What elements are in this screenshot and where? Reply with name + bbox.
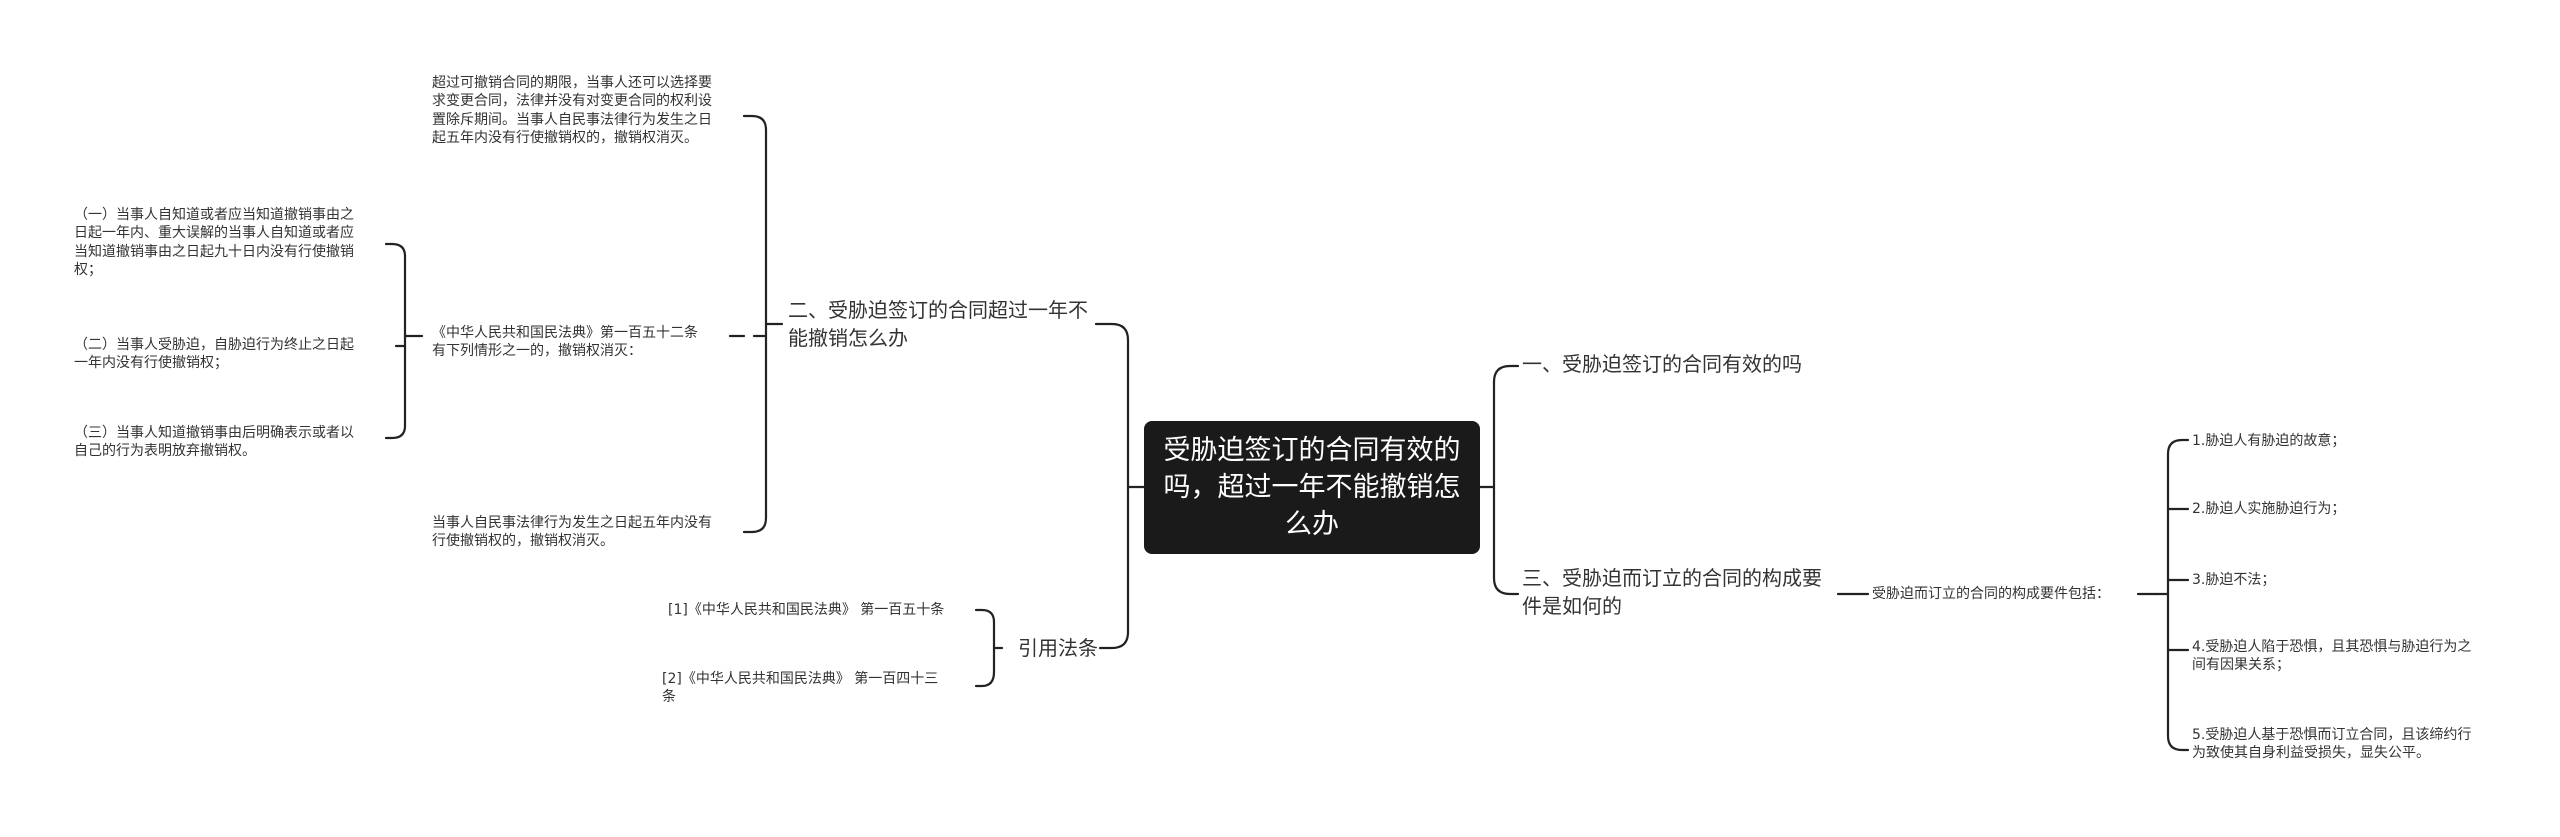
root-topic-text: 受胁迫签订的合同有效的 吗，超过一年不能撤销怎 么办 bbox=[1163, 434, 1461, 541]
law-clause-2[interactable]: （二）当事人受胁迫，自胁迫行为终止之日起 一年内没有行使撤销权； bbox=[74, 337, 354, 372]
branch-3-item-2[interactable]: 2.胁迫人实施胁迫行为； bbox=[2192, 501, 2346, 517]
branch-2-topic[interactable]: 二、受胁迫签订的合同超过一年不 能撤销怎么办 bbox=[788, 298, 1088, 350]
branch-4-topic[interactable]: 引用法条 bbox=[1018, 636, 1098, 660]
law-clause-1[interactable]: （一）当事人自知道或者应当知道撤销事由之 日起一年内、重大误解的当事人自知道或者… bbox=[74, 207, 354, 279]
branch-3-topic[interactable]: 三、受胁迫而订立的合同的构成要 件是如何的 bbox=[1522, 566, 1822, 618]
branch-3-item-5[interactable]: 5.受胁迫人基于恐惧而订立合同，且该缔约行 为致使其自身利益受损失，显失公平。 bbox=[2192, 727, 2472, 762]
citation-2[interactable]: [2]《中华人民共和国民法典》 第一百四十三 条 bbox=[662, 671, 939, 706]
citation-1[interactable]: [1]《中华人民共和国民法典》 第一百五十条 bbox=[668, 602, 945, 618]
branch-2-bottom-note[interactable]: 当事人自民事法律行为发生之日起五年内没有 行使撤销权的，撤销权消灭。 bbox=[432, 515, 712, 550]
branch-3-item-3[interactable]: 3.胁迫不法； bbox=[2192, 572, 2276, 588]
branch-2-top-note[interactable]: 超过可撤销合同的期限，当事人还可以选择要 求变更合同，法律并没有对变更合同的权利… bbox=[432, 75, 712, 147]
root-topic-node[interactable]: 受胁迫签订的合同有效的 吗，超过一年不能撤销怎 么办 bbox=[1144, 421, 1480, 554]
branch-3-item-1[interactable]: 1.胁迫人有胁迫的故意； bbox=[2192, 433, 2346, 449]
law-clause-3[interactable]: （三）当事人知道撤销事由后明确表示或者以 自己的行为表明放弃撤销权。 bbox=[74, 425, 354, 460]
branch-3-item-4[interactable]: 4.受胁迫人陷于恐惧，且其恐惧与胁迫行为之 间有因果关系； bbox=[2192, 639, 2472, 674]
branch-3-subtopic[interactable]: 受胁迫而订立的合同的构成要件包括： bbox=[1872, 586, 2110, 602]
branch-1-topic[interactable]: 一、受胁迫签订的合同有效的吗 bbox=[1522, 352, 1802, 376]
branch-2-law-article[interactable]: 《中华人民共和国民法典》第一百五十二条 有下列情形之一的，撤销权消灭： bbox=[432, 325, 698, 360]
